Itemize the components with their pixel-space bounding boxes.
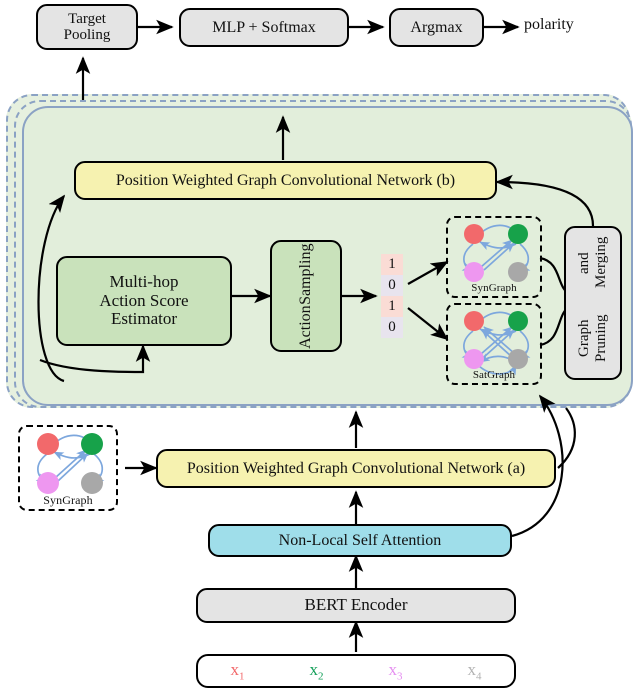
non-local-self-attention-label: Non-Local Self Attention — [278, 531, 442, 549]
argmax-label: Argmax — [410, 18, 463, 36]
estimator-label-line2: Action Score — [99, 290, 189, 310]
input-token-3[interactable]: x3 — [356, 660, 435, 682]
token-1-sub: 1 — [239, 670, 245, 683]
bert-encoder-label: BERT Encoder — [304, 595, 408, 615]
mlp-softmax-box[interactable]: MLP + Softmax — [179, 8, 349, 47]
graph-node-gray — [508, 262, 528, 282]
action-vector-bit: 1 — [381, 296, 403, 317]
graph-node-magenta — [464, 349, 484, 369]
graph-pruning-merging-text: Graph Pruning and Merging — [576, 228, 610, 378]
action-vector-bit: 0 — [381, 317, 403, 338]
action-vector-bit: 1 — [381, 254, 403, 275]
pwgcn-b-box[interactable]: Position Weighted Graph Convolutional Ne… — [74, 161, 497, 200]
action-vector: 1 0 1 0 — [381, 254, 403, 338]
graph-node-green — [81, 433, 103, 455]
token-1-base: x — [230, 659, 240, 679]
graph-node-gray — [81, 472, 103, 494]
pwgcn-b-label: Position Weighted Graph Convolutional Ne… — [115, 171, 456, 189]
polarity-output-label: polarity — [524, 16, 574, 33]
estimator-label-line1: Multi-hop — [109, 272, 179, 292]
action-sampling-box[interactable]: Action Sampling — [270, 240, 342, 352]
graph-node-green — [508, 311, 528, 331]
argmax-box[interactable]: Argmax — [389, 8, 484, 47]
syngraph-panel-label: SynGraph — [471, 282, 517, 294]
graph-node-magenta — [464, 262, 484, 282]
bert-encoder-box[interactable]: BERT Encoder — [196, 588, 516, 623]
graph-node-red — [464, 224, 484, 244]
multihop-action-score-estimator-box[interactable]: Multi-hop Action Score Estimator — [56, 256, 232, 346]
syngraph-input-container[interactable]: SynGraph — [18, 425, 118, 511]
token-3-base: x — [388, 659, 398, 679]
estimator-label-line3: Estimator — [110, 309, 178, 329]
token-2-sub: 2 — [318, 670, 324, 683]
input-token-1[interactable]: x1 — [198, 660, 277, 682]
pwgcn-a-box[interactable]: Position Weighted Graph Convolutional Ne… — [156, 449, 556, 488]
token-3-sub: 3 — [397, 670, 403, 683]
token-4-sub: 4 — [476, 670, 482, 683]
non-local-self-attention-box[interactable]: Non-Local Self Attention — [208, 524, 512, 557]
mlp-softmax-label: MLP + Softmax — [212, 18, 316, 36]
satgraph-panel-container[interactable]: SatGraph — [446, 303, 542, 385]
input-token-2[interactable]: x2 — [277, 660, 356, 682]
syngraph-panel-container[interactable]: SynGraph — [446, 216, 542, 298]
graph-node-green — [508, 224, 528, 244]
satgraph-panel-label: SatGraph — [472, 369, 516, 381]
action-sampling-text: Action Sampling — [297, 244, 315, 349]
token-4-base: x — [467, 659, 477, 679]
graph-node-red — [37, 433, 59, 455]
token-2-base: x — [309, 659, 319, 679]
action-sampling-label-line2: Sampling — [297, 243, 315, 305]
action-vector-bit: 0 — [381, 275, 403, 296]
action-sampling-label-line1: Action — [297, 304, 315, 349]
pwgcn-a-label: Position Weighted Graph Convolutional Ne… — [186, 459, 526, 477]
graph-node-gray — [508, 349, 528, 369]
target-pooling-label-line1: Target — [68, 10, 106, 27]
graph-node-magenta — [37, 472, 59, 494]
target-pooling-label-line2: Pooling — [63, 27, 111, 43]
graph-node-red — [464, 311, 484, 331]
input-token-4[interactable]: x4 — [435, 660, 514, 682]
input-token-bar: x1 x2 x3 x4 — [196, 654, 516, 688]
pruning-label-line2: and Merging — [576, 237, 609, 289]
target-pooling-box[interactable]: Target Pooling — [36, 4, 138, 50]
syngraph-input-label: SynGraph — [43, 493, 93, 507]
graph-pruning-merging-box[interactable]: Graph Pruning and Merging — [564, 226, 622, 380]
pruning-label-line1: Graph Pruning — [576, 314, 609, 362]
